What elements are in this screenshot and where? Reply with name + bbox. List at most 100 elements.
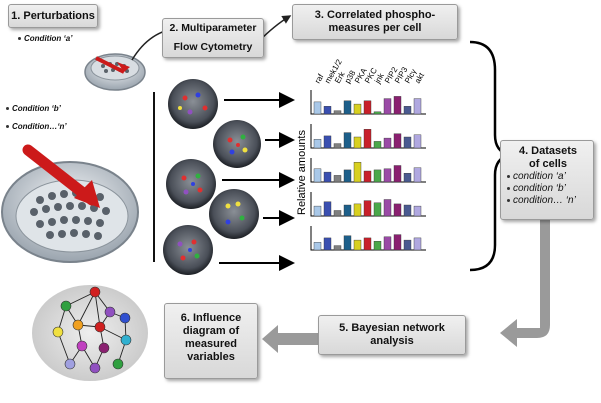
bar-PKC xyxy=(363,237,372,251)
bar-Plcγ xyxy=(403,172,412,183)
condition-b-text: Condition ‘b’ xyxy=(12,104,61,113)
bar-jnk xyxy=(373,141,382,149)
bar-PIP2 xyxy=(383,168,392,183)
network-node xyxy=(112,358,124,370)
network-edge xyxy=(94,291,103,328)
bar-PIP3 xyxy=(393,203,402,217)
bar-Plcγ xyxy=(403,204,412,217)
bar-PKA xyxy=(353,203,362,217)
step6-title-line3: measured xyxy=(185,338,237,350)
network-node xyxy=(94,321,106,333)
dataset-item-n-text: condition… ‘n’ xyxy=(513,195,576,206)
step6-influence-diagram-box: 6. Influence diagram of measured variabl… xyxy=(164,303,258,379)
bar-raf xyxy=(313,242,322,251)
bar-Erk xyxy=(333,210,342,217)
cell-to-row-arrows xyxy=(219,92,295,271)
network-edge xyxy=(77,291,96,326)
bar-raf xyxy=(313,138,322,149)
step6-title-line4: variables xyxy=(187,351,235,363)
bar-mek1/2 xyxy=(323,135,332,149)
dataset-item-a-text: condition ‘a’ xyxy=(513,171,566,182)
step3-correlated-measures-box: 3. Correlated phospho- measures per cell xyxy=(292,4,458,40)
network-edge xyxy=(57,331,71,365)
step4-datasets-box: 4. Datasets of cells condition ‘a’ condi… xyxy=(500,140,594,220)
bar-PIP2 xyxy=(383,98,392,115)
bar-Erk xyxy=(333,143,342,149)
bar-PIP2 xyxy=(383,199,392,217)
condition-a-label: Condition ‘a’ xyxy=(18,34,72,43)
network-node xyxy=(76,340,88,352)
bar-raf xyxy=(313,101,322,115)
dataset-item-n: condition… ‘n’ xyxy=(507,195,589,207)
bar-PKA xyxy=(353,161,362,183)
step6-title-line2: diagram of xyxy=(182,325,240,337)
network-node xyxy=(52,326,64,338)
dataset-item-b: condition ‘b’ xyxy=(507,183,589,195)
bar-mek1/2 xyxy=(323,237,332,251)
network-node xyxy=(60,300,72,312)
bar-chart: rafmek1/2Erkp38PKAPKCjnkPIP2PIP3PlcγaktR… xyxy=(296,57,426,251)
small-culture-dish xyxy=(84,53,146,91)
bar-p38 xyxy=(343,132,352,149)
network-node xyxy=(89,362,101,374)
condition-a-text: Condition ‘a’ xyxy=(24,34,73,43)
step2-flow-cytometry-box: 2. Multiparameter Flow Cytometry xyxy=(162,18,264,58)
network-node xyxy=(64,358,76,370)
bar-PKA xyxy=(353,103,362,115)
bullet-icon xyxy=(18,37,21,41)
step5-title-line2: analysis xyxy=(370,335,414,347)
cell-1 xyxy=(168,79,218,129)
cell-5 xyxy=(163,225,213,275)
bar-Erk xyxy=(333,110,342,115)
bar-mek1/2 xyxy=(323,171,332,183)
bar-raf xyxy=(313,205,322,217)
y-axis-label: Relative amounts xyxy=(296,130,308,215)
bullet-icon xyxy=(507,198,510,202)
bar-jnk xyxy=(373,111,382,115)
condition-n-label: Condition…‘n’ xyxy=(6,122,67,131)
bar-akt xyxy=(413,98,422,115)
gray-flow-arrows xyxy=(262,218,550,353)
network-node xyxy=(98,342,110,354)
bar-mek1/2 xyxy=(323,106,332,115)
bar-p38 xyxy=(343,235,352,251)
cell-images xyxy=(163,79,261,275)
bar-jnk xyxy=(373,202,382,217)
condition-b-label: Condition ‘b’ xyxy=(6,104,61,113)
bar-PIP3 xyxy=(393,165,402,183)
step2-title: 2. Multiparameter xyxy=(169,22,257,34)
bar-p38 xyxy=(343,100,352,115)
bullet-icon xyxy=(6,125,9,129)
step3-title-line2: measures per cell xyxy=(328,22,422,34)
bar-Plcγ xyxy=(403,239,412,251)
bullet-icon xyxy=(507,174,510,178)
step2-subtitle: Flow Cytometry xyxy=(173,41,253,53)
step3-title-line1: 3. Correlated phospho- xyxy=(314,9,436,21)
bar-PKA xyxy=(353,239,362,251)
bar-Erk xyxy=(333,245,342,251)
step4-title-line2: of cells xyxy=(529,158,567,170)
network-node xyxy=(72,319,84,331)
network-node xyxy=(120,334,132,346)
bar-PKC xyxy=(363,200,372,217)
condition-n-text: Condition…‘n’ xyxy=(12,122,67,131)
bar-PIP3 xyxy=(393,133,402,149)
bar-PIP2 xyxy=(383,236,392,251)
bar-PKC xyxy=(363,100,372,115)
bar-Plcγ xyxy=(403,136,412,149)
bar-PKC xyxy=(363,129,372,149)
bar-PIP3 xyxy=(393,96,402,115)
network-node xyxy=(104,306,116,318)
large-culture-dish xyxy=(1,144,139,263)
bar-Plcγ xyxy=(403,106,412,115)
cell-4 xyxy=(209,189,259,239)
influence-network xyxy=(32,285,148,381)
bar-jnk xyxy=(373,169,382,183)
bar-p38 xyxy=(343,169,352,183)
dataset-item-b-text: condition ‘b’ xyxy=(513,183,566,194)
bar-akt xyxy=(413,205,422,217)
network-edge xyxy=(65,291,96,307)
dataset-item-a: condition ‘a’ xyxy=(507,171,589,183)
bar-p38 xyxy=(343,204,352,217)
